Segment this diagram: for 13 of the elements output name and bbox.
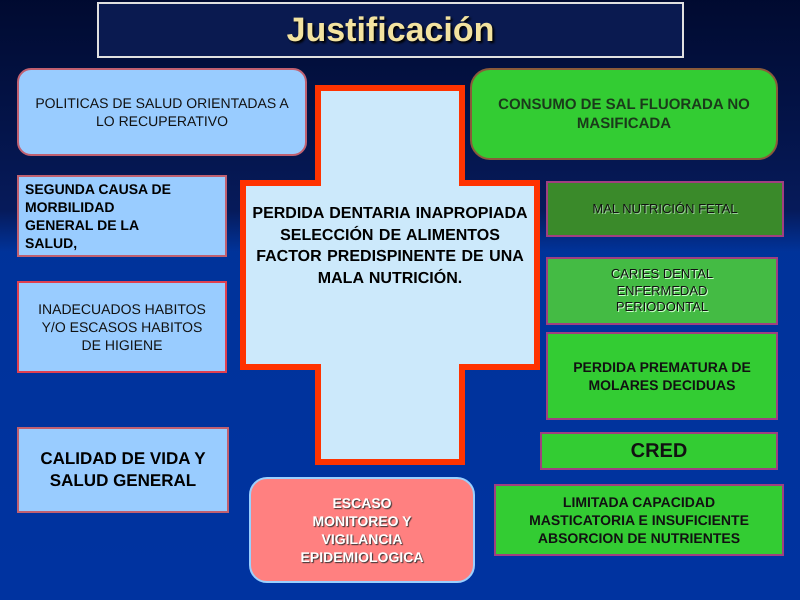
slide-title: Justificación — [97, 2, 684, 58]
text-box: PERDIDA PREMATURA DE MOLARES DECIDUAS — [546, 332, 778, 420]
text-box: SEGUNDA CAUSA DE MORBILIDAD GENERAL DE LA SALUD, — [17, 175, 227, 257]
text-box: INADECUADOS HABITOS Y/O ESCASOS HABITOS DE HIGIENE — [17, 281, 227, 373]
rounded-box: ESCASO MONITOREO Y VIGILANCIA EPIDEMIOLOGICA — [249, 477, 475, 583]
rounded-box: CONSUMO DE SAL FLUORADA NO MASIFICADA — [470, 68, 778, 160]
text-box: MAL NUTRICIÓN FETAL — [546, 181, 784, 237]
text-box: CARIES DENTAL ENFERMEDAD PERIODONTAL — [546, 257, 778, 325]
text-box: CRED — [540, 432, 778, 470]
text-box: CALIDAD DE VIDA Y SALUD GENERAL — [17, 427, 229, 513]
rounded-box: POLITICAS DE SALUD ORIENTADAS A LO RECUPERATIVO — [17, 68, 307, 156]
box-text: PERDIDA DENTARIA INAPROPIADA SELECCIÓN DE ALIMENTOS FACTOR PREDISPINENTE DE UNA MALA NUTRICIÓN. — [252, 204, 528, 289]
text-box: LIMITADA CAPACIDAD MASTICATORIA E INSUFICIENTE ABSORCION DE NUTRIENTES — [494, 484, 784, 556]
